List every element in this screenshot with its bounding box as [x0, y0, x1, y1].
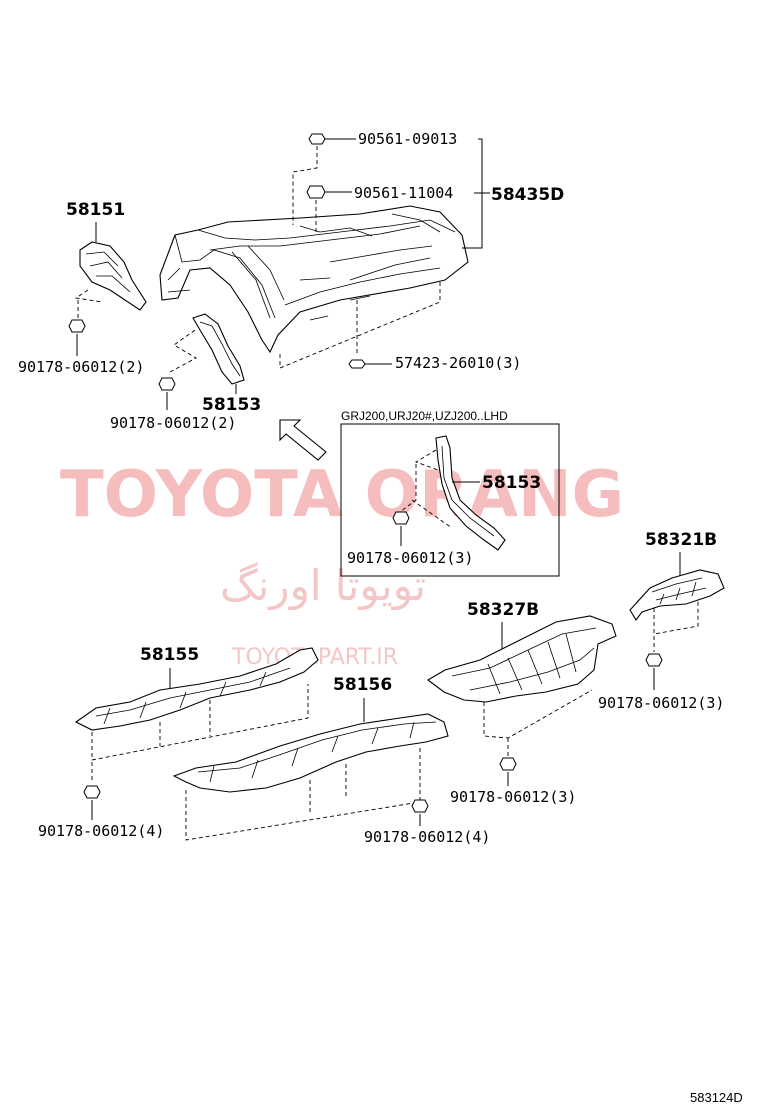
part-58153-bracket-inset: [435, 435, 506, 551]
nut-90561-11004: [306, 185, 326, 199]
label-58435d: 58435D: [491, 185, 564, 205]
label-58321b: 58321B: [645, 530, 717, 550]
nut-90178-b: [158, 377, 176, 391]
label-90178-06012-c: 90178-06012(3): [347, 549, 473, 567]
label-57423-26010: 57423-26010(3): [395, 354, 521, 372]
watermark-persian: تویوتا اورنگ: [220, 561, 426, 610]
label-90561-09013: 90561-09013: [358, 130, 457, 148]
part-58156-insulator: [172, 713, 449, 793]
nut-90178-g: [411, 799, 429, 813]
nut-90178-f: [83, 785, 101, 799]
nut-57423-26010: [348, 359, 366, 369]
diagram-code: 583124D: [690, 1090, 743, 1105]
label-58151: 58151: [66, 200, 125, 220]
label-90178-06012-e: 90178-06012(3): [450, 788, 576, 806]
label-58153-a: 58153: [202, 395, 261, 415]
nut-90178-d: [645, 653, 663, 667]
nut-90178-e: [499, 757, 517, 771]
label-58156: 58156: [333, 675, 392, 695]
nut-90561-09013: [308, 133, 326, 145]
part-58435d-insulator: [159, 205, 469, 354]
nut-90178-c: [392, 511, 410, 525]
arrow-icon: [279, 419, 327, 461]
label-90178-06012-a: 90178-06012(2): [18, 358, 144, 376]
part-58155-insulator: [74, 647, 319, 731]
label-90178-06012-g: 90178-06012(4): [364, 828, 490, 846]
label-90178-06012-d: 90178-06012(3): [598, 694, 724, 712]
nut-90178-a: [68, 319, 86, 333]
label-90178-06012-f: 90178-06012(4): [38, 822, 164, 840]
part-58327b-insulator: [427, 615, 617, 703]
part-58321b-insulator: [629, 569, 725, 621]
label-58153-b: 58153: [482, 473, 541, 493]
part-58151-insulator: [79, 241, 147, 311]
watermark-brand: TOYOTA ORANG: [60, 458, 624, 532]
inset-box: GRJ200,URJ20#,UZJ200..LHD 58153 90178-06…: [340, 409, 560, 577]
label-90561-11004: 90561-11004: [354, 184, 453, 202]
label-58155: 58155: [140, 645, 199, 665]
label-90178-06012-b: 90178-06012(2): [110, 414, 236, 432]
part-58153-bracket-left: [192, 313, 245, 385]
label-58327b: 58327B: [467, 600, 539, 620]
inset-title: GRJ200,URJ20#,UZJ200..LHD: [341, 409, 508, 423]
